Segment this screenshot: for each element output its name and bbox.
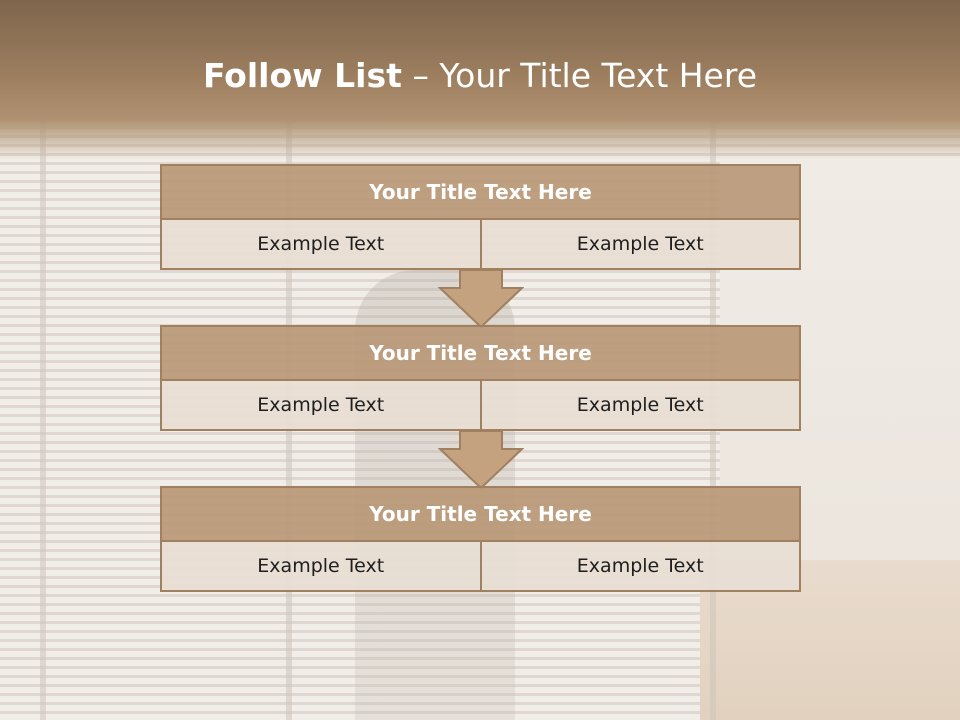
block-cell-left: Example Text [160,381,482,431]
block-row: Example Text Example Text [160,542,801,592]
block-cell-left: Example Text [160,542,482,592]
block-title: Your Title Text Here [160,325,801,381]
slide-title-bold: Follow List [202,56,402,95]
block-title: Your Title Text Here [160,486,801,542]
list-block-3: Your Title Text Here Example Text Exampl… [160,486,801,592]
block-cell-right: Example Text [481,381,801,431]
slide-title-rest: – Your Title Text Here [412,56,758,95]
block-row: Example Text Example Text [160,381,801,431]
block-cell-right: Example Text [481,542,801,592]
list-block-1: Your Title Text Here Example Text Exampl… [160,164,801,270]
block-title: Your Title Text Here [160,164,801,220]
block-cell-left: Example Text [160,220,482,270]
down-arrow-icon [438,431,524,489]
list-block-2: Your Title Text Here Example Text Exampl… [160,325,801,431]
block-row: Example Text Example Text [160,220,801,270]
header-band [0,0,960,160]
down-arrow-icon [438,270,524,328]
background-window-frame [40,120,46,720]
block-cell-right: Example Text [481,220,801,270]
slide-title: Follow List – Your Title Text Here [0,52,960,100]
